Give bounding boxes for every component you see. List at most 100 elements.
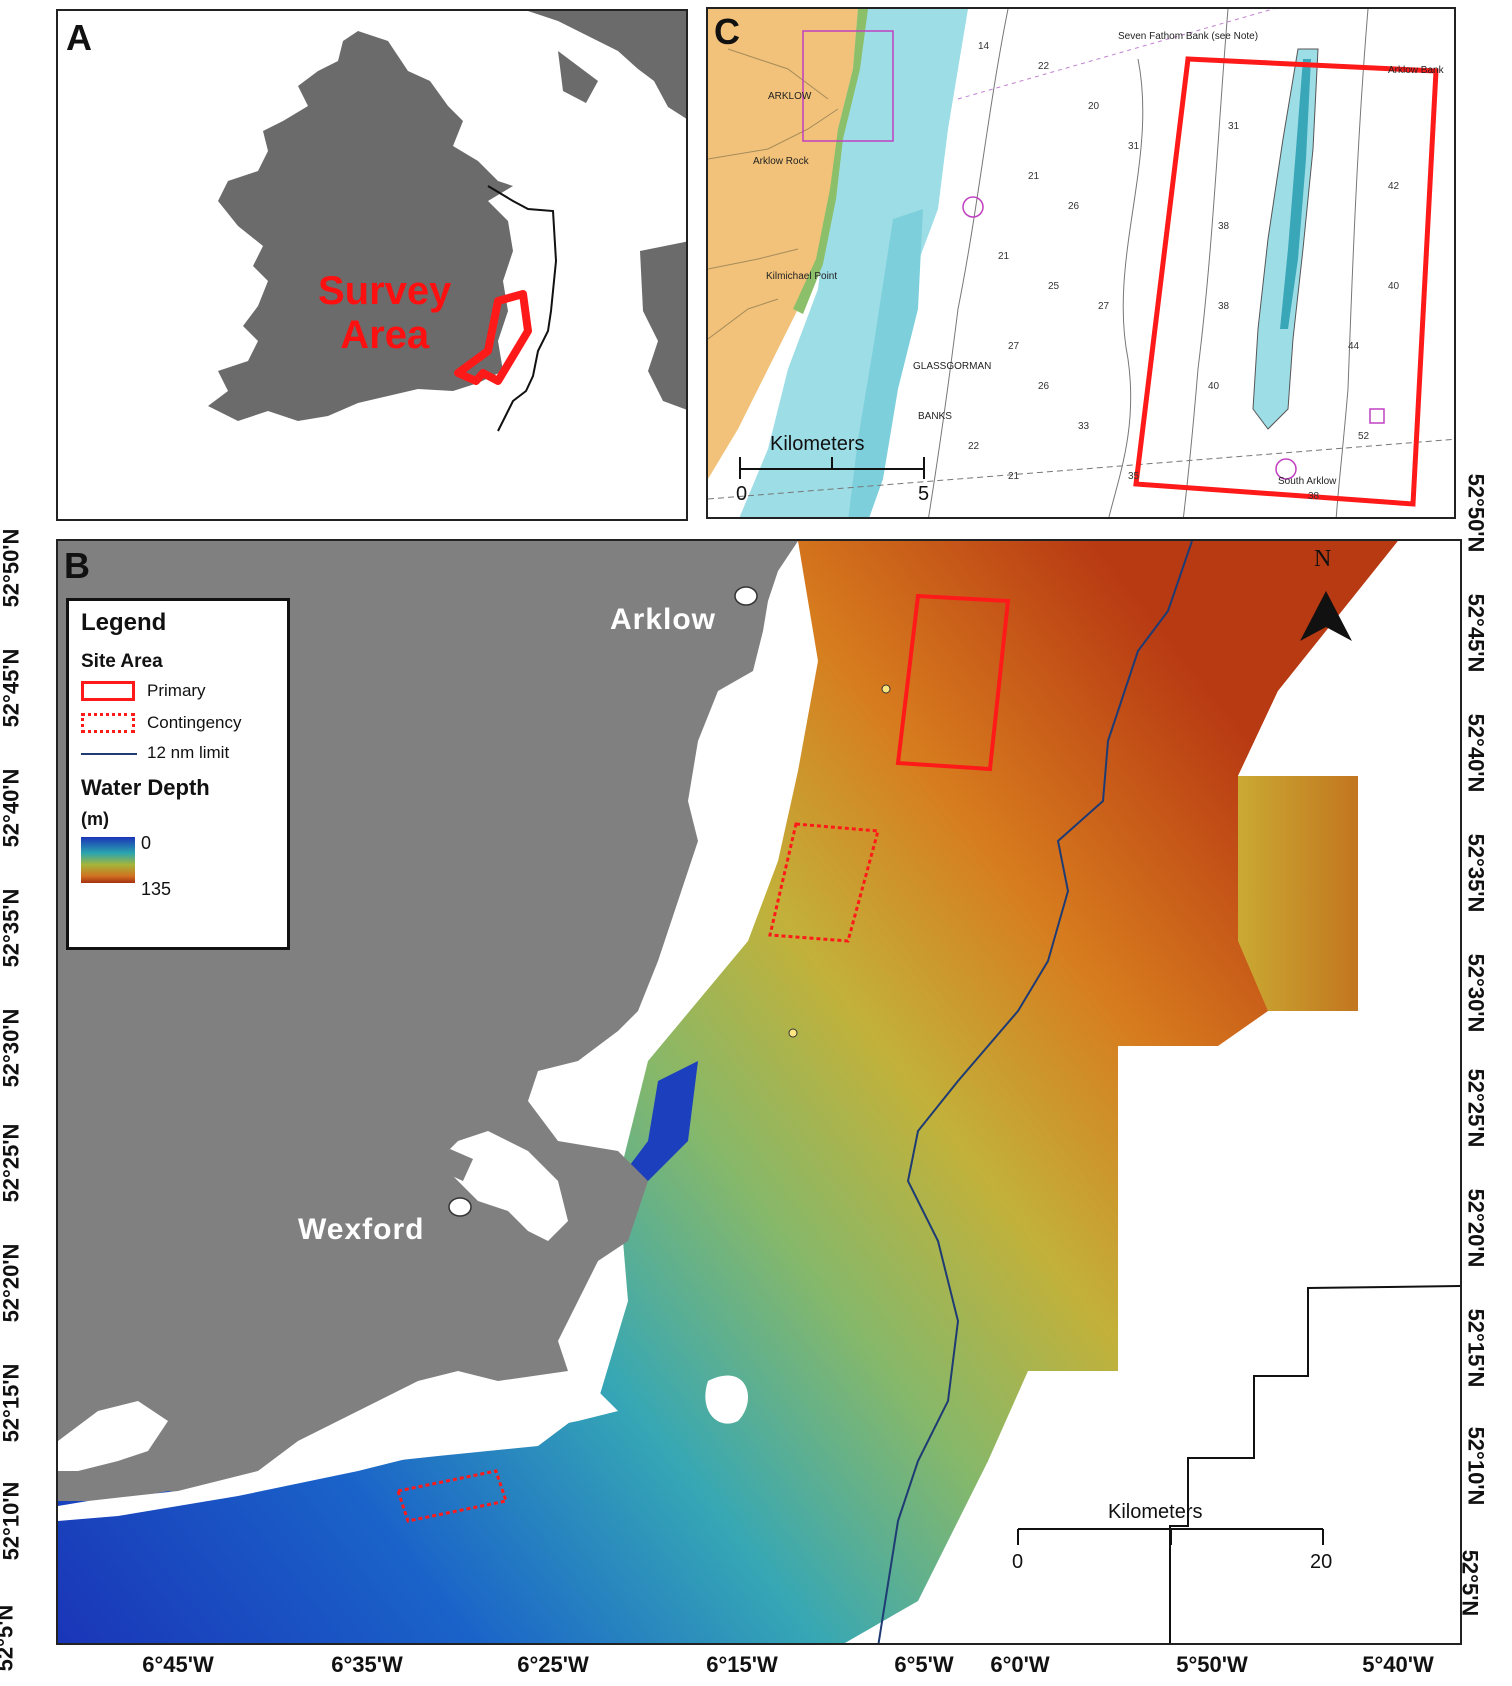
svg-text:52: 52 xyxy=(1358,431,1370,442)
latitude-label-right: 52°50'N xyxy=(1463,473,1489,553)
latitude-label-right: 52°40'N xyxy=(1463,713,1489,793)
svg-text:31: 31 xyxy=(1128,141,1140,152)
legend-limit-swatch xyxy=(81,753,137,755)
latitude-label-left: 52°15'N xyxy=(0,1363,24,1443)
latitude-label-left: 52°35'N xyxy=(0,888,24,968)
arklow-marker xyxy=(734,586,758,606)
svg-text:27: 27 xyxy=(1098,301,1110,312)
contingency-site-box-south xyxy=(396,1469,508,1523)
svg-text:40: 40 xyxy=(1388,281,1400,292)
chart-place-banks: BANKS xyxy=(918,411,952,422)
scale-start: 0 xyxy=(1012,1551,1024,1573)
legend-title: Legend xyxy=(81,609,167,636)
svg-text:21: 21 xyxy=(998,251,1010,262)
svg-text:44: 44 xyxy=(1348,341,1360,352)
arklow-bank-channel xyxy=(1280,59,1311,329)
longitude-label: 6°25'W xyxy=(517,1652,589,1677)
town-label-arklow: Arklow xyxy=(610,603,717,636)
boundary-line xyxy=(1169,1285,1460,1643)
scale-end: 20 xyxy=(1310,1551,1333,1573)
chart-scale-bar xyxy=(739,457,925,479)
panel-c-label: C xyxy=(714,11,740,52)
chart-land xyxy=(708,9,858,479)
svg-text:31: 31 xyxy=(1228,121,1240,132)
latitude-label-right: 52°25'N xyxy=(1463,1068,1489,1148)
legend-depth-heading: Water Depth xyxy=(81,775,210,800)
legend-contingency-label: Contingency xyxy=(147,713,242,732)
chart-scale-start: 0 xyxy=(736,483,748,505)
latitude-label-left: 52°25'N xyxy=(0,1123,24,1203)
latitude-label-left: 52°50'N xyxy=(0,528,24,608)
svg-text:35: 35 xyxy=(1128,471,1140,482)
latitude-label-left: 52°20'N xyxy=(0,1243,24,1323)
legend-depth-min: 0 xyxy=(141,833,152,853)
shallow-water-zone xyxy=(739,9,968,517)
survey-label-line1: Survey xyxy=(318,269,452,313)
contingency-site-box-north xyxy=(768,822,880,943)
chart-place-glassgorman: GLASSGORMAN xyxy=(913,361,991,372)
chart-town-label: ARKLOW xyxy=(768,91,812,102)
latitude-label-right: 52°20'N xyxy=(1463,1188,1489,1268)
latitude-label-left: 52°30'N xyxy=(0,1008,24,1088)
latitude-label-right: 52°5'N xyxy=(1457,1549,1483,1617)
town-label-wexford: Wexford xyxy=(298,1213,425,1246)
scotland-landmass xyxy=(528,11,686,119)
svg-text:38: 38 xyxy=(1308,491,1320,502)
panel-b-bathymetry-map: B N Arklow Wexford Kilometers 0 20 Legen… xyxy=(56,539,1462,1645)
survey-area-label: Survey Area xyxy=(318,269,451,357)
chart-place-south-arklow: South Arklow xyxy=(1278,476,1337,487)
legend-primary-label: Primary xyxy=(147,681,206,700)
wales-landmass xyxy=(640,241,686,410)
buoy-marker-1 xyxy=(881,684,891,694)
twelve-nm-limit-line xyxy=(877,541,1193,1643)
legend-depth-unit: (m) xyxy=(81,809,109,829)
primary-site-box xyxy=(895,593,1011,772)
legend-site-area-heading: Site Area xyxy=(81,651,163,672)
legend-contingency-swatch xyxy=(81,713,135,733)
svg-text:26: 26 xyxy=(1038,381,1050,392)
latitude-label-right: 52°45'N xyxy=(1463,593,1489,673)
chart-scale-title: Kilometers xyxy=(770,433,865,455)
legend-primary-swatch xyxy=(81,681,135,701)
ireland-map xyxy=(208,11,686,432)
shallow-bank xyxy=(848,209,923,517)
bathymetry-coverage xyxy=(58,541,1398,1643)
panel-a-overview-map: A Survey Area xyxy=(56,9,688,521)
legend-limit-label: 12 nm limit xyxy=(147,743,230,762)
longitude-label: 6°45'W xyxy=(142,1652,214,1677)
panel-c-nautical-chart: C xyxy=(706,7,1456,519)
latitude-label-right: 52°35'N xyxy=(1463,833,1489,913)
latitude-label-right: 52°30'N xyxy=(1463,953,1489,1033)
svg-text:27: 27 xyxy=(1008,341,1020,352)
chart-note-seven-fathom: Seven Fathom Bank (see Note) xyxy=(1118,31,1258,42)
chart-primary-site-box xyxy=(1133,56,1439,507)
ireland-landmass xyxy=(208,31,513,421)
bathymetry-wexford-lobe xyxy=(578,1061,698,1221)
svg-text:25: 25 xyxy=(1048,281,1060,292)
twelve-nm-limit-line xyxy=(487,185,558,432)
svg-text:21: 21 xyxy=(1008,471,1020,482)
survey-area-outline xyxy=(454,290,532,385)
latitude-label-right: 52°15'N xyxy=(1463,1308,1489,1388)
north-arrow-label: N xyxy=(1314,546,1332,572)
svg-text:14: 14 xyxy=(978,41,990,52)
bathymetry-east-block xyxy=(1238,776,1358,1011)
chart-coast-green xyxy=(793,9,868,314)
latitude-label-left: 52°40'N xyxy=(0,768,24,848)
svg-text:42: 42 xyxy=(1388,181,1400,192)
longitude-label: 6°0'W xyxy=(990,1652,1050,1677)
panel-b-label: B xyxy=(64,545,90,586)
north-arrow-icon xyxy=(1300,591,1352,641)
survey-label-line2: Area xyxy=(340,313,430,357)
svg-text:33: 33 xyxy=(1078,421,1090,432)
legend-depth-ramp xyxy=(81,837,135,883)
svg-text:38: 38 xyxy=(1218,301,1230,312)
longitude-label: 6°5'W xyxy=(894,1652,954,1677)
svg-text:40: 40 xyxy=(1208,381,1220,392)
latitude-label-left: 52°5'N xyxy=(0,1604,18,1672)
latitude-label-right: 52°10'N xyxy=(1463,1426,1489,1506)
longitude-label: 6°15'W xyxy=(706,1652,778,1677)
chart-scale-end: 5 xyxy=(918,483,930,505)
svg-text:22: 22 xyxy=(968,441,980,452)
